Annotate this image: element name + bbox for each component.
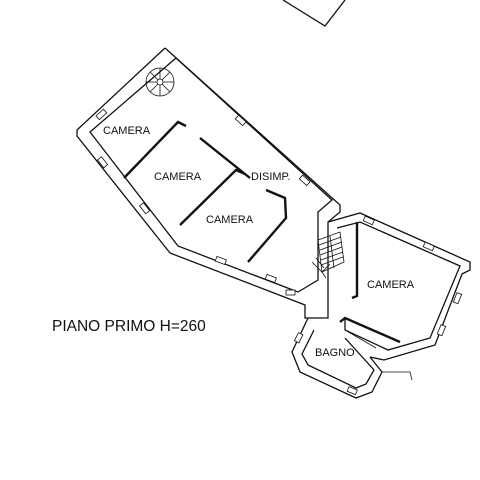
exterior-wall-inner [89, 57, 299, 293]
partition-camera3-disimp [247, 188, 288, 263]
room-label-camera-3: CAMERA [206, 214, 254, 226]
spiral-staircase [145, 67, 175, 97]
bathroom-wall-inner [301, 329, 375, 389]
partition-stair-east [351, 222, 359, 300]
east-wing-outer [327, 212, 471, 361]
room-label-camera-1: CAMERA [103, 125, 151, 137]
staircase [311, 231, 345, 279]
partition-east-room-south [339, 316, 401, 344]
exterior-wall-outer [76, 47, 329, 319]
neighbor-building-edge [282, 0, 346, 27]
room-label-bagno: BAGNO [315, 347, 355, 359]
north-wall-outer [164, 47, 341, 308]
partition-corridor [199, 137, 251, 179]
plan-title: PIANO PRIMO H=260 [52, 318, 206, 335]
north-wall-inner [175, 57, 333, 293]
bathroom-door-jamb [344, 329, 413, 381]
room-label-camera-4: CAMERA [367, 279, 415, 291]
room-label-disimpegno: DISIMP. [251, 171, 291, 183]
room-label-camera-2: CAMERA [154, 171, 202, 183]
windows [95, 108, 463, 396]
partition-camera1-camera2 [123, 120, 187, 179]
